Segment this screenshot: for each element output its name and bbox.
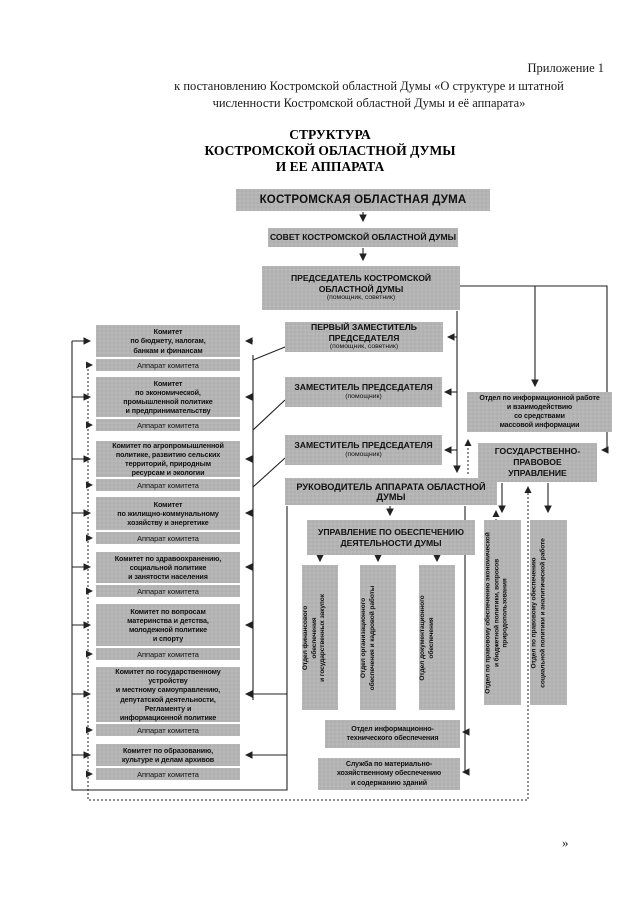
committee-box-state: Комитет по государственному устройству и… bbox=[96, 667, 240, 722]
committee-box-economy: Комитет по экономической, промышленной п… bbox=[96, 377, 240, 417]
committee-box-health: Комитет по здравоохранению, социальной п… bbox=[96, 552, 240, 583]
annex-line-2: к постановлению Костромской областной Ду… bbox=[174, 79, 564, 93]
dept-legal-social-box: Отдел по правовому обеспечению социально… bbox=[530, 520, 567, 705]
media-dept-box: Отдел по информационной работе и взаимод… bbox=[467, 392, 612, 432]
dept-finance-box: Отдел финансового обеспечения и государс… bbox=[302, 565, 338, 710]
committee-box-education: Комитет по образованию, культуре и делам… bbox=[96, 744, 240, 766]
dept-legal-economy-box: Отдел по правовому обеспечению экономиче… bbox=[484, 520, 521, 705]
apparat-box-2: Аппарат комитета bbox=[96, 419, 240, 431]
chairman-title: ПРЕДСЕДАТЕЛЬ КОСТРОМСКОЙ ОБЛАСТНОЙ ДУМЫ bbox=[290, 272, 432, 294]
committee-box-maternity: Комитет по вопросам материнства и детств… bbox=[96, 604, 240, 646]
committee-box-agro: Комитет по агропромышленной политике, ра… bbox=[96, 441, 240, 477]
deputy-1-note: (помощник) bbox=[345, 392, 382, 400]
apparat-box-4: Аппарат комитета bbox=[96, 532, 240, 544]
deputy-1-title: ЗАМЕСТИТЕЛЬ ПРЕДСЕДАТЕЛЯ bbox=[294, 382, 433, 393]
first-deputy-title: ПЕРВЫЙ ЗАМЕСТИТЕЛЬ ПРЕДСЕДАТЕЛЯ bbox=[311, 321, 417, 343]
dept-org-box: Отдел организационного обеспечения и кад… bbox=[360, 565, 396, 710]
apparat-box-3: Аппарат комитета bbox=[96, 479, 240, 491]
deputy-2-note: (помощник) bbox=[345, 450, 382, 458]
committee-box-budget: Комитет по бюджету, налогам, банкам и фи… bbox=[96, 325, 240, 357]
deputy-box-2: ЗАМЕСТИТЕЛЬ ПРЕДСЕДАТЕЛЯ (помощник) bbox=[285, 435, 442, 465]
dept-legal-economy-label: Отдел по правовому обеспечению экономиче… bbox=[484, 531, 509, 694]
it-dept-box: Отдел информационно- технического обеспе… bbox=[325, 720, 460, 748]
apparat-box-5: Аппарат комитета bbox=[96, 585, 240, 597]
first-deputy-note: (помощник, советник) bbox=[329, 343, 399, 351]
annex-line-1: Приложение 1 bbox=[527, 61, 604, 75]
chairman-box: ПРЕДСЕДАТЕЛЬ КОСТРОМСКОЙ ОБЛАСТНОЙ ДУМЫ … bbox=[262, 266, 460, 310]
facility-dept-box: Служба по материально- хозяйственному об… bbox=[318, 758, 460, 790]
apparat-head-box: РУКОВОДИТЕЛЬ АППАРАТА ОБЛАСТНОЙ ДУМЫ bbox=[285, 478, 497, 505]
closing-quote-mark: » bbox=[562, 835, 569, 850]
deputy-2-title: ЗАМЕСТИТЕЛЬ ПРЕДСЕДАТЕЛЯ bbox=[294, 440, 433, 451]
apparat-box-1: Аппарат комитета bbox=[96, 359, 240, 371]
duma-box: КОСТРОМСКАЯ ОБЛАСТНАЯ ДУМА bbox=[236, 189, 490, 211]
page-title: СТРУКТУРА КОСТРОМСКОЙ ОБЛАСТНОЙ ДУМЫ И Е… bbox=[204, 127, 456, 174]
chairman-note: (помощник, советник) bbox=[326, 294, 396, 302]
committee-box-housing: Комитет по жилищно-коммунальному хозяйст… bbox=[96, 497, 240, 530]
deputy-box-1: ЗАМЕСТИТЕЛЬ ПРЕДСЕДАТЕЛЯ (помощник) bbox=[285, 377, 442, 407]
dept-finance-label: Отдел финансового обеспечения и государс… bbox=[302, 593, 327, 682]
dept-legal-social-label: Отдел по правовому обеспечению социально… bbox=[530, 537, 546, 688]
apparat-box-7: Аппарат комитета bbox=[96, 724, 240, 736]
first-deputy-box: ПЕРВЫЙ ЗАМЕСТИТЕЛЬ ПРЕДСЕДАТЕЛЯ (помощни… bbox=[285, 322, 443, 352]
council-box: СОВЕТ КОСТРОМСКОЙ ОБЛАСТНОЙ ДУМЫ bbox=[268, 228, 458, 247]
annex-line-3: численности Костромской областной Думы и… bbox=[212, 96, 526, 110]
apparat-box-8: Аппарат комитета bbox=[96, 768, 240, 780]
legal-dept-box: ГОСУДАРСТВЕННО-ПРАВОВОЕ УПРАВЛЕНИЕ bbox=[478, 443, 597, 482]
apparat-box-6: Аппарат комитета bbox=[96, 648, 240, 660]
dept-docs-label: Отдел документационного обеспечения bbox=[419, 594, 435, 681]
dept-org-label: Отдел организационного обеспечения и кад… bbox=[360, 585, 376, 690]
dept-docs-box: Отдел документационного обеспечения bbox=[419, 565, 455, 710]
support-dept-box: УПРАВЛЕНИЕ ПО ОБЕСПЕЧЕНИЮ ДЕЯТЕЛЬНОСТИ Д… bbox=[307, 520, 475, 555]
